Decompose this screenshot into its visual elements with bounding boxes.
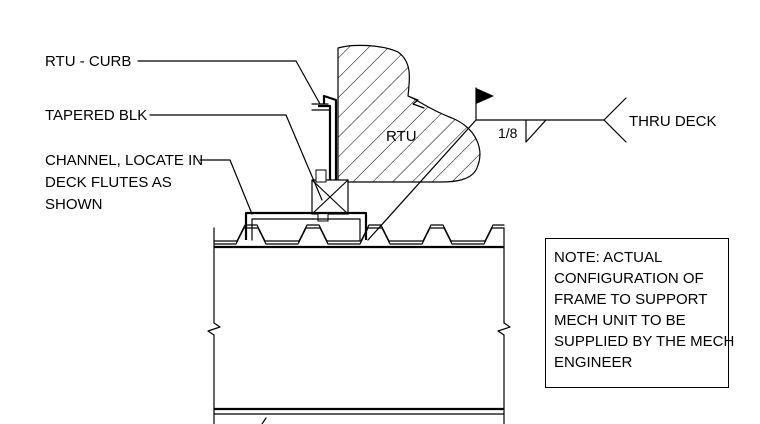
- weld-size-label: 1/8: [498, 125, 518, 141]
- note-box: NOTE: ACTUAL CONFIGURATION OF FRAME TO S…: [545, 238, 734, 388]
- note-line: NOTE: ACTUAL: [554, 249, 663, 266]
- weld-symbol: 1/8 THRU DECK: [367, 87, 717, 241]
- label-rtu-curb: RTU - CURB: [45, 53, 131, 70]
- leader-tapered-blk: TAPERED BLK: [45, 107, 323, 201]
- label-tapered-blk: TAPERED BLK: [45, 107, 147, 124]
- label-channel-line-1: CHANNEL, LOCATE IN: [45, 152, 203, 169]
- note-line: CONFIGURATION OF: [554, 270, 704, 287]
- joist: [207, 227, 511, 424]
- note-line: ENGINEER: [554, 354, 633, 371]
- note-line: SUPPLIED BY THE MECH: [554, 333, 735, 350]
- field-weld-flag-icon: [476, 88, 494, 104]
- note-line: FRAME TO SUPPORT: [554, 291, 708, 308]
- label-channel-line-2: DECK FLUTES AS: [45, 174, 172, 191]
- leader-channel: CHANNEL, LOCATE IN DECK FLUTES AS SHOWN: [45, 152, 253, 215]
- label-channel-line-3: SHOWN: [45, 196, 103, 213]
- label-rtu: RTU: [386, 128, 417, 145]
- rtu-unit: [337, 44, 481, 183]
- note-line: MECH UNIT TO BE: [554, 312, 686, 329]
- channel: [244, 211, 368, 241]
- leader-rtu-curb: RTU - CURB: [45, 53, 321, 105]
- roof-deck: [213, 224, 505, 249]
- weld-tail-note: THRU DECK: [629, 113, 717, 130]
- tapered-block: [311, 169, 349, 222]
